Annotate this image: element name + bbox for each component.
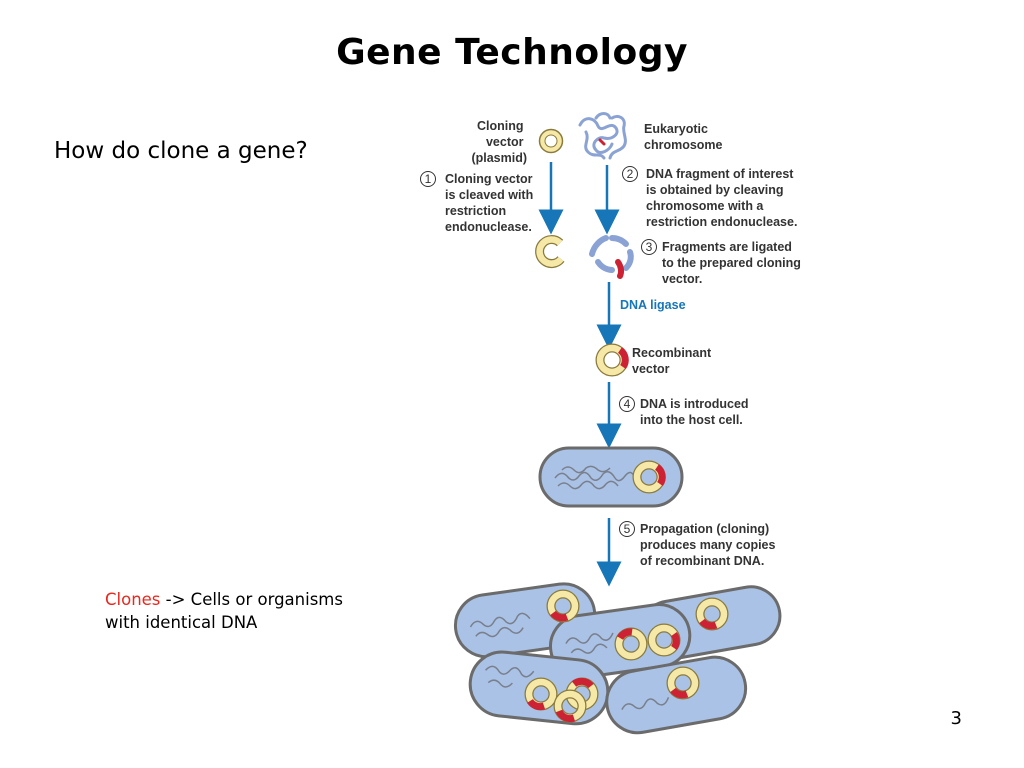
recombinant-vector-icon: [595, 343, 629, 377]
question-text: How do clone a gene?: [54, 138, 308, 164]
svg-text:1: 1: [425, 172, 432, 186]
svg-text:3: 3: [646, 240, 653, 254]
clones-term: Clones: [105, 590, 161, 609]
dna-ligase-label: DNA ligase: [620, 298, 686, 312]
step-3: 3 Fragments are ligated to the prepared …: [641, 239, 804, 286]
plasmid-icon: [538, 128, 564, 154]
dna-fragments-icon: [589, 235, 634, 279]
svg-text:4: 4: [624, 397, 631, 411]
svg-text:5: 5: [624, 522, 631, 536]
svg-text:Fragments are ligated to: Fragments are ligated to the prepared cl…: [662, 240, 804, 286]
step-4: 4 DNA is introduced into the host cell.: [619, 396, 752, 427]
svg-text:Propagation (cloning) pr: Propagation (cloning) produces many copi…: [640, 522, 779, 568]
svg-text:2: 2: [627, 167, 634, 181]
eukaryotic-chromosome-icon: [578, 112, 627, 160]
clones-definition: Clones -> Cells or organisms with identic…: [105, 588, 343, 634]
eukaryotic-chromosome-label: Eukaryotic chromosome: [644, 122, 723, 152]
step-2: 2 DNA fragment of interest is obtained b…: [622, 166, 797, 229]
host-cell-icon: [538, 446, 684, 508]
svg-text:DNA is introduced into t: DNA is introduced into the host cell.: [640, 397, 752, 427]
clone-colony-icon: [453, 582, 782, 735]
svg-text:Cloning vector is cleave: Cloning vector is cleaved with restricti…: [445, 172, 537, 234]
clones-def-line1: -> Cells or organisms: [160, 590, 343, 609]
svg-text:DNA fragment of interest: DNA fragment of interest is obtained by …: [646, 167, 797, 229]
step-5: 5 Propagation (cloning) produces many co…: [619, 521, 779, 568]
page-number: 3: [950, 708, 962, 729]
step-1: 1 Cloning vector is cleaved with restric…: [420, 171, 537, 234]
recombinant-vector-label: Recombinant vector: [632, 346, 715, 376]
cut-plasmid-icon: [535, 235, 565, 269]
slide-title: Gene Technology: [336, 32, 688, 73]
cloning-vector-label: Cloning vector (plasmid): [471, 119, 527, 165]
clones-def-line2: with identical DNA: [105, 613, 258, 632]
